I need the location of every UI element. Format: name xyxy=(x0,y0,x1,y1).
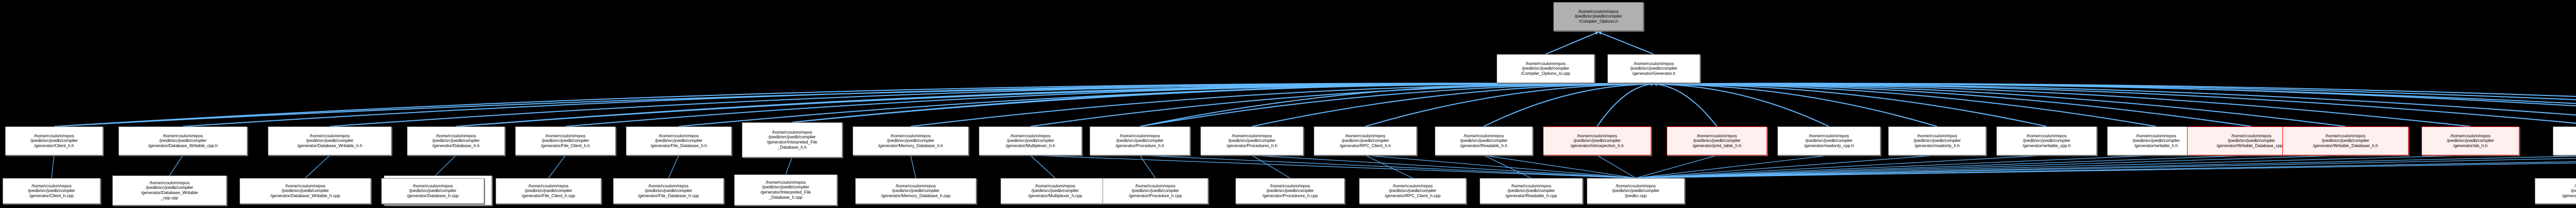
graph-node[interactable]: /home/rcoulom/repos /joedb/src/joedb/com… xyxy=(2535,178,2576,204)
graph-node[interactable]: /home/rcoulom/repos /joedb/src/joedb/com… xyxy=(2553,126,2576,155)
graph-node[interactable]: /home/rcoulom/repos /joedb/src/joedb/com… xyxy=(240,178,371,204)
graph-node[interactable]: /home/rcoulom/repos /joedb/src/joedb/com… xyxy=(1667,126,1767,155)
graph-node[interactable]: /home/rcoulom/repos /joedb/src/joedb/com… xyxy=(613,178,724,204)
graph-node[interactable]: /home/rcoulom/repos /joedb/src/joedb/com… xyxy=(855,178,976,204)
graph-node[interactable]: /home/rcoulom/repos /joedb/src/joedb/com… xyxy=(1090,126,1190,155)
graph-node[interactable]: /home/rcoulom/repos /joedb/src/joedb/com… xyxy=(979,126,1082,155)
graph-node[interactable]: /home/rcoulom/repos /joedb/src/joedb/com… xyxy=(1777,126,1880,155)
graph-node[interactable]: /home/rcoulom/repos /joedb/src/joedb/com… xyxy=(1235,178,1345,204)
graph-node[interactable]: /home/rcoulom/repos /joedb/src/joedb/com… xyxy=(1587,178,1685,204)
graph-node[interactable]: /home/rcoulom/repos /joedb/src/joedb/com… xyxy=(118,126,247,155)
graph-node[interactable]: /home/rcoulom/repos /joedb/src/joedb/com… xyxy=(1607,54,1700,83)
graph-node[interactable]: /home/rcoulom/repos /joedb/src/joedb/com… xyxy=(1543,126,1651,155)
graph-node[interactable]: /home/rcoulom/repos /joedb/src/joedb/com… xyxy=(268,126,392,155)
graph-node[interactable]: /home/rcoulom/repos /joedb/src/joedb/com… xyxy=(1888,126,1986,155)
graph-node[interactable]: /home/rcoulom/repos /joedb/src/joedb/com… xyxy=(734,174,837,205)
graph-node[interactable]: /home/rcoulom/repos /joedb/src/joedb/com… xyxy=(3,178,100,204)
graph-node[interactable]: /home/rcoulom/repos /joedb/src/joedb/com… xyxy=(1497,54,1595,83)
graph-node[interactable]: /home/rcoulom/repos /joedb/src/joedb/com… xyxy=(407,126,505,155)
graph-node[interactable]: /home/rcoulom/repos /joedb/src/joedb/com… xyxy=(2421,126,2519,155)
graph-node[interactable]: /home/rcoulom/repos /joedb/src/joedb/com… xyxy=(515,126,616,155)
graph-node[interactable]: /home/rcoulom/repos /joedb/src/joedb/com… xyxy=(1103,178,1208,204)
graph-node[interactable]: /home/rcoulom/repos /joedb/src/joedb/com… xyxy=(1001,178,1110,204)
graph-node[interactable]: /home/rcoulom/repos /joedb/src/joedb/com… xyxy=(1435,126,1533,155)
graph-node[interactable]: /home/rcoulom/repos /joedb/src/joedb/com… xyxy=(1200,126,1303,155)
graph-node[interactable]: /home/rcoulom/repos /joedb/src/joedb/com… xyxy=(626,126,732,155)
graph-node[interactable]: /home/rcoulom/repos /joedb/src/joedb/com… xyxy=(2282,126,2409,155)
graph-node[interactable]: /home/rcoulom/repos /joedb/src/joedb/com… xyxy=(5,126,103,155)
graph-node[interactable]: /home/rcoulom/repos /joedb/src/joedb/com… xyxy=(496,178,601,204)
graph-node[interactable]: /home/rcoulom/repos /joedb/src/joedb/com… xyxy=(853,126,969,155)
graph-node[interactable]: /home/rcoulom/repos /joedb/src/joedb/com… xyxy=(742,122,842,157)
graph-node[interactable]: /home/rcoulom/repos /joedb/src/joedb/com… xyxy=(112,175,227,205)
graph-node[interactable]: /home/rcoulom/repos /joedb/src/joedb/com… xyxy=(1314,126,1417,155)
graph-node[interactable]: /home/rcoulom/repos /joedb/src/joedb/com… xyxy=(1996,126,2097,155)
graph-node[interactable]: /home/rcoulom/repos /joedb/src/joedb/com… xyxy=(381,178,484,204)
graph-node[interactable]: /home/rcoulom/repos /joedb/src/joedb/com… xyxy=(1553,2,1643,31)
graph-node[interactable]: /home/rcoulom/repos /joedb/src/joedb/com… xyxy=(1359,178,1466,204)
graph-node[interactable]: /home/rcoulom/repos /joedb/src/joedb/com… xyxy=(1480,178,1583,204)
